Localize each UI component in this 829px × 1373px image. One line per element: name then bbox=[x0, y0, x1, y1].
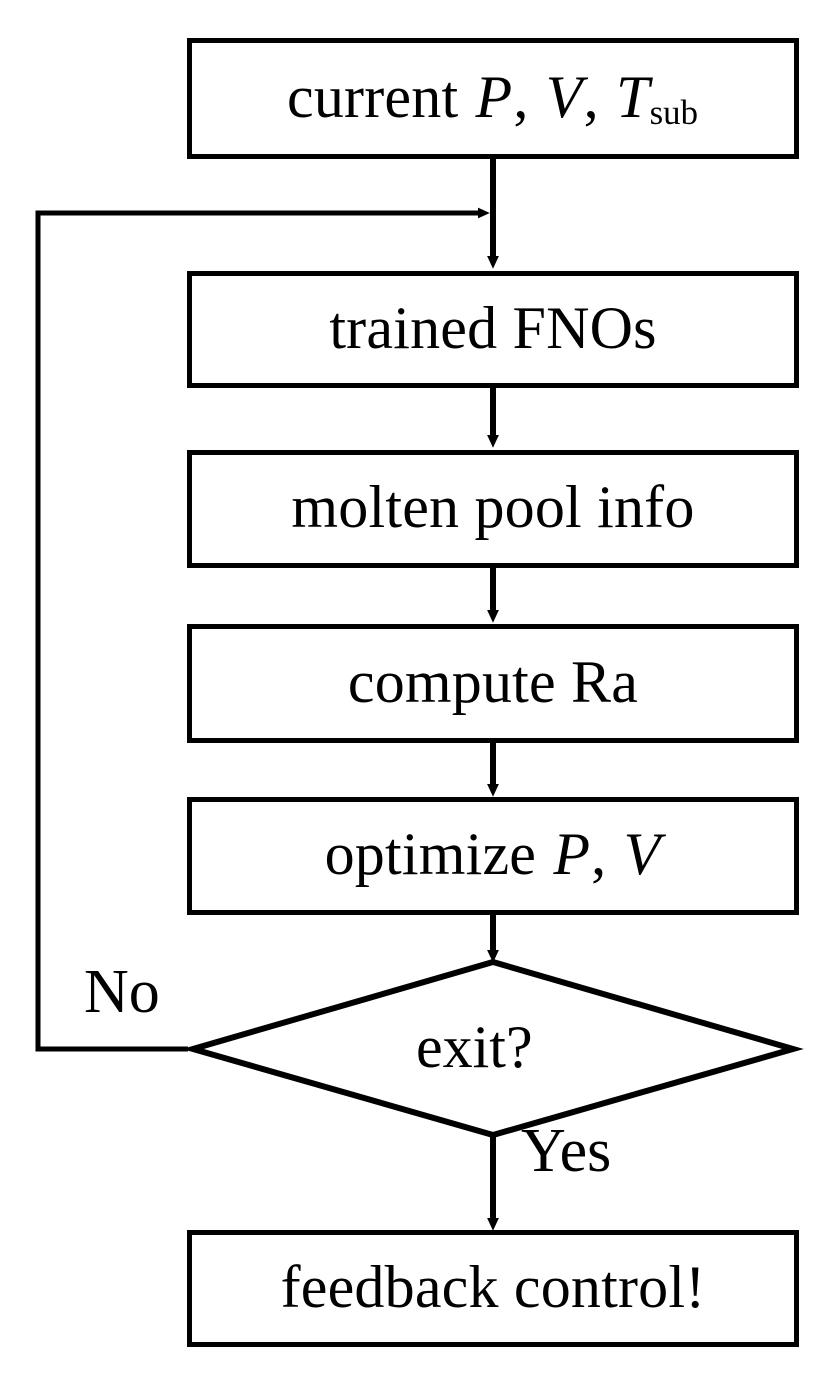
node-molten-pool-info-label: molten pool info bbox=[291, 474, 695, 540]
node-optimize-pv-label: optimize P, V bbox=[324, 821, 661, 887]
variable-temperature: T bbox=[616, 63, 650, 130]
node-feedback-control-label: feedback control! bbox=[280, 1253, 706, 1320]
variable-velocity: V bbox=[545, 63, 583, 130]
node-optimize-pv[interactable]: optimize P, V bbox=[187, 797, 799, 915]
node-feedback-control[interactable]: feedback control! bbox=[187, 1230, 799, 1347]
node-current-state-label: current P, V, Tsub bbox=[287, 63, 698, 133]
node-trained-fnos-label: trained FNOs bbox=[329, 294, 657, 361]
edge-label-yes: Yes bbox=[521, 1117, 612, 1185]
variable-temperature-subscript: sub bbox=[649, 93, 698, 133]
edge-label-no: No bbox=[84, 958, 160, 1026]
variable-velocity: V bbox=[623, 821, 661, 887]
node-compute-ra[interactable]: compute Ra bbox=[187, 624, 799, 743]
node-compute-ra-label: compute Ra bbox=[347, 648, 639, 715]
node-trained-fnos[interactable]: trained FNOs bbox=[187, 271, 799, 388]
connector-loop-back-no bbox=[35, 207, 490, 1052]
variable-power: P bbox=[553, 821, 591, 887]
node-exit-decision-label: exit? bbox=[416, 1014, 533, 1080]
variable-power: P bbox=[475, 63, 513, 130]
node-molten-pool-info[interactable]: molten pool info bbox=[187, 450, 799, 568]
node-current-state[interactable]: current P, V, Tsub bbox=[187, 38, 799, 159]
